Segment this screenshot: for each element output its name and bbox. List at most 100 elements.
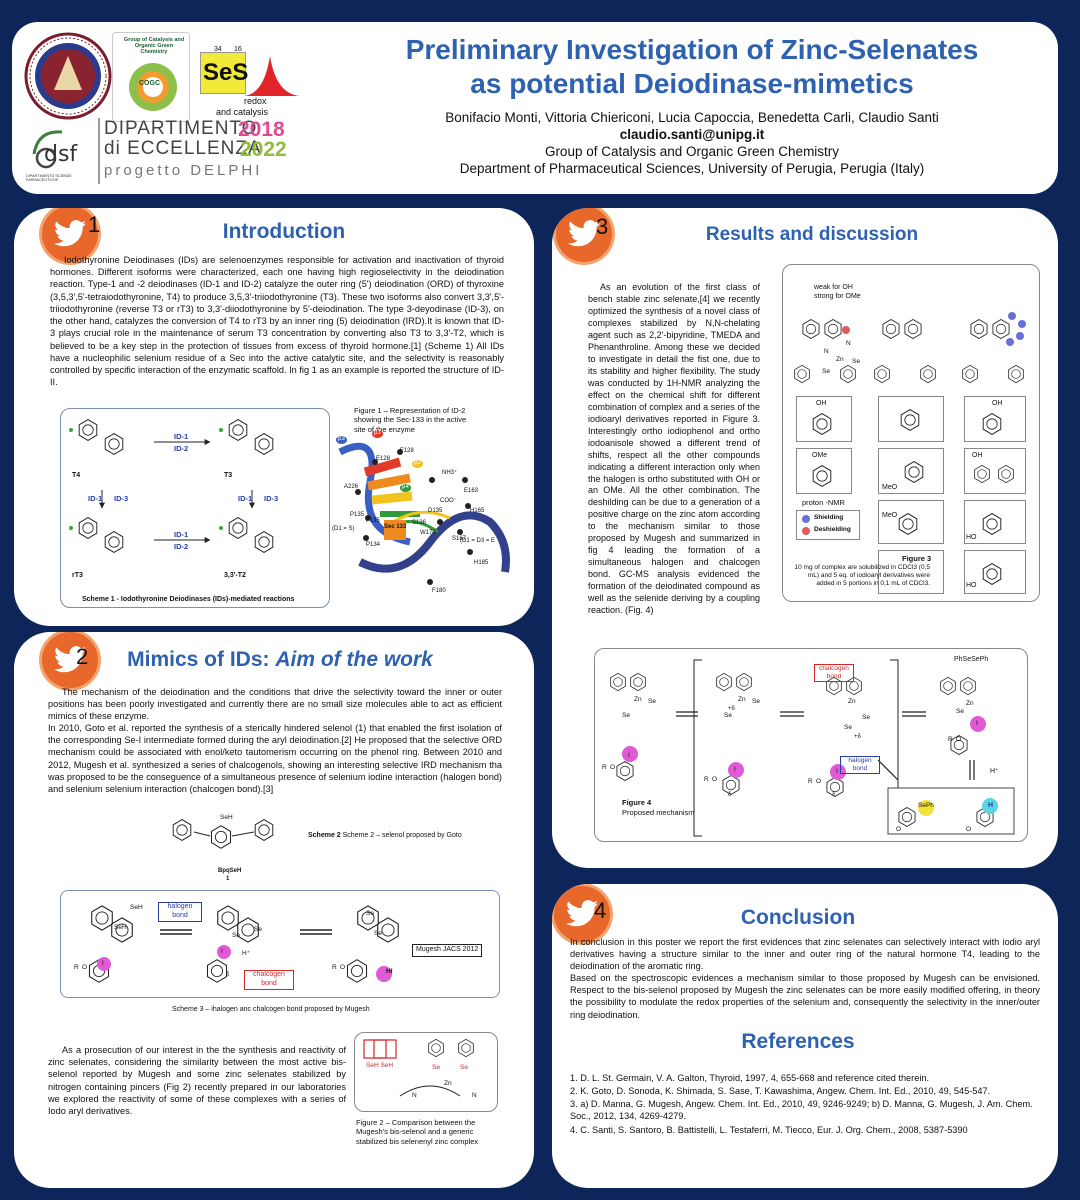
scheme-3-atom-12: R	[332, 964, 337, 971]
ses-peak-graphic	[244, 56, 300, 96]
helix-label-1: β3	[336, 436, 347, 444]
introduction-title: Introduction	[222, 220, 346, 243]
ses-sub-redox: redox	[244, 96, 267, 106]
figure-4-atom-4: Zn	[738, 696, 746, 703]
residue-H165: H165	[470, 508, 485, 514]
scheme-3-chalcogen-bond-label: chalcogen bond	[244, 970, 294, 990]
residue-D135: D135	[428, 508, 443, 514]
residue-E128: E128	[376, 456, 391, 462]
substrate-box-5	[878, 448, 944, 494]
poster-title-line2: as potential Deiodinase-mimetics	[470, 68, 914, 99]
figure-4-atom-2: Se	[622, 712, 630, 719]
section-3-number: 3	[596, 214, 609, 239]
zinc-complex-row	[794, 312, 1026, 384]
figure-2-caption: Figure 2 – Comparison between the Mugesh…	[356, 1118, 479, 1146]
aim-panel: 2 Mimics of IDs: Aim of the work The mec…	[14, 632, 534, 1188]
substrate-box-1	[796, 396, 852, 442]
ses-letters: SeS	[203, 59, 249, 86]
residue-H185: H185	[474, 560, 489, 566]
figure-4-h-label: H	[988, 802, 994, 809]
bird-icon	[54, 220, 86, 247]
aim-text-2: In 2010, Goto et al. reported the synthe…	[48, 723, 502, 795]
arrow-top-label-1: ID-1	[174, 432, 189, 441]
figure-1-caption: Figure 1 – Representation of ID-2 showin…	[354, 406, 467, 434]
figure-4-hplus-label: H⁺	[990, 768, 999, 775]
substrate-label-5: OH	[992, 400, 1003, 407]
conclusion-title: Conclusion	[740, 906, 856, 929]
scheme-3-atom-14: Se	[366, 910, 374, 917]
figure-4-atom-5: Se	[724, 712, 732, 719]
scheme-3-frame	[60, 890, 500, 998]
figure-3-caption: 10 mg of complex are solubilized in CDCl…	[794, 564, 930, 588]
shielding-label: Shielding	[814, 514, 844, 521]
arrow-right-label-1: ID-1	[238, 494, 253, 503]
figure-4-halogen-label: halogen bond	[840, 756, 880, 775]
figure-4-atom-6: Se	[752, 698, 760, 705]
substrate-box-8	[964, 500, 1026, 544]
figure-4-atom-14: R	[704, 776, 709, 783]
dip-line2: di ECCELLENZA	[104, 138, 262, 159]
figure-2-label-1: SeH SeH	[366, 1062, 394, 1069]
cogc-badge-text: COGC	[139, 80, 160, 87]
residue-S136: S136	[412, 520, 427, 526]
section-1-bird-badge	[42, 208, 98, 262]
poster-header: Group of Catalysis and Organic Green Che…	[12, 22, 1058, 194]
domain-label-right: (D1 = D3 = E	[460, 538, 496, 544]
logo-divider	[98, 118, 100, 184]
figure-4-atom-26: +δ	[728, 706, 735, 712]
aim-title: Mimics of IDs: Aim of the work	[110, 648, 450, 672]
section-3-bird-badge	[556, 208, 612, 262]
figure-4-title: Figure 4	[622, 798, 652, 807]
authors: Bonifacio Monti, Vittoria Chiericoni, Lu…	[445, 110, 939, 125]
figure-4-atom-28: O	[896, 826, 902, 833]
substrate-label-7: HO	[966, 534, 977, 541]
residue-P135: P135	[350, 512, 365, 518]
figure-4-atom-9: Se	[862, 714, 870, 721]
complex-atom-Se2: Se	[822, 368, 830, 375]
aim-text-3: As a prosecution of our interest in the …	[48, 1045, 346, 1117]
dip-year-end: 2022	[240, 138, 287, 161]
figure-4-atom-11: Se	[956, 708, 964, 715]
scheme-3-atom-10: R	[74, 964, 79, 971]
residue-F128: F128	[400, 448, 414, 454]
figure-4-atom-3: Se	[648, 698, 656, 705]
figure-4-atom-24: δ	[728, 792, 732, 798]
scheme-3-caption: Scheme 3 – ihalogen anc chalcogen bond p…	[172, 1006, 370, 1013]
references-title: References	[741, 1030, 855, 1053]
scheme-3-atom-2: SeH	[114, 924, 127, 931]
figure-2-label-4: Zn	[444, 1080, 452, 1087]
scheme-3-atom-1: SeH	[130, 904, 143, 911]
figure-2-label-3: Se	[460, 1064, 468, 1071]
residue-S167: S167	[452, 536, 467, 542]
reference-4: 4. C. Santi, S. Santoro, B. Battistelli,…	[570, 1125, 968, 1135]
scheme-3-halogen-bond-label: halogen bond	[158, 902, 202, 922]
substrate-box-7	[878, 500, 944, 544]
figure-4-atom-17: O	[816, 778, 822, 785]
scheme-1-frame	[60, 408, 330, 608]
reference-3: 3. a) D. Manna, G. Mugesh, Angew. Chem. …	[570, 1099, 1033, 1122]
conclusion-text-2: Based on the spectroscopic evidences a m…	[570, 973, 1040, 1020]
figure-4-atom-12: R	[602, 764, 607, 771]
nmr-legend-dots	[802, 515, 810, 535]
scheme-1-label-T3: T3	[224, 472, 233, 479]
figure-4-atom-1: Zn	[634, 696, 642, 703]
results-panel: 3 Results and discussion As an evolution…	[552, 208, 1058, 868]
reference-2: 2. K. Goto, D. Sonoda, K. Shimada, S. Sa…	[570, 1086, 991, 1096]
figure-4-atom-13: O	[610, 764, 616, 771]
helix-label-3: β2	[412, 460, 423, 468]
department: Department of Pharmaceutical Sciences, U…	[459, 161, 925, 176]
ses-logo-box	[200, 52, 246, 94]
scheme-3-atom-3: Se	[254, 926, 262, 933]
figure-4-atom-18: R	[948, 736, 953, 743]
aim-title-italic: Aim of the work	[275, 648, 433, 671]
scheme-3-atom-5: H⁺	[242, 950, 251, 957]
residue-A226: A226	[344, 484, 359, 490]
contact-email: claudio.santi@unipg.it	[619, 127, 765, 142]
complex-atom-Se1: Se	[852, 358, 860, 365]
figure-4-atom-7: Zn	[848, 698, 856, 705]
figure-4-atom-20: I	[628, 752, 630, 759]
dip-line3: progetto DELPHI	[104, 162, 263, 179]
scheme-1-label-rT3: rT3	[72, 572, 83, 579]
substrate-label-8: HO	[966, 582, 977, 589]
results-text: As an evolution of the first class of be…	[588, 282, 760, 616]
